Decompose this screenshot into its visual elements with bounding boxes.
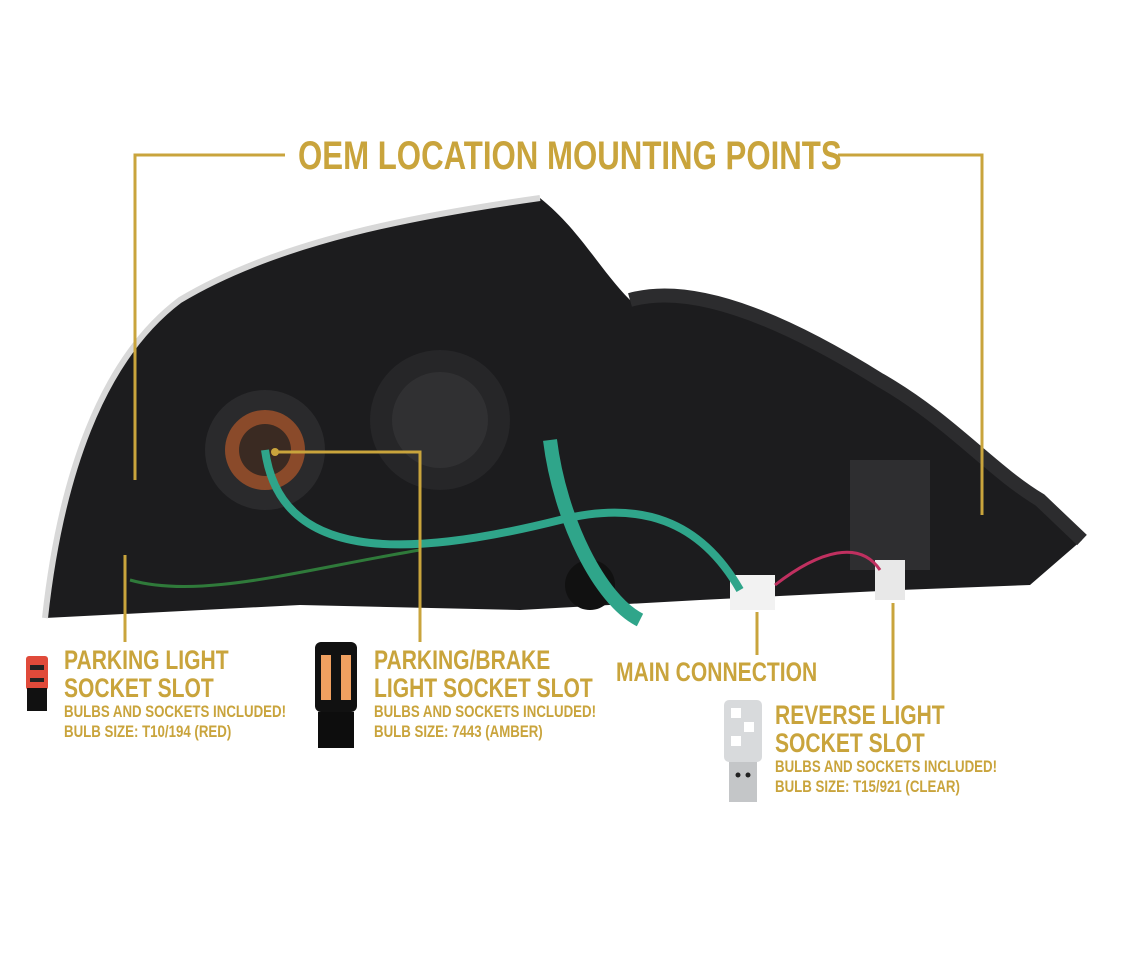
callout-note: BULBS AND SOCKETS INCLUDED! (64, 702, 286, 721)
reverse-socket-block (850, 460, 930, 570)
callout-heading: REVERSE LIGHT (775, 700, 945, 730)
red-t10-bulb-icon (26, 656, 48, 711)
amber-7443-bulb-icon (315, 642, 357, 748)
callout-heading: PARKING/BRAKE (374, 645, 551, 675)
callout-note: BULBS AND SOCKETS INCLUDED! (775, 757, 997, 776)
callout-bulb-size: BULB SIZE: 7443 (AMBER) (374, 722, 543, 741)
wire-harness (261, 449, 744, 592)
callout-parking-light: PARKING LIGHT SOCKET SLOT BULBS AND SOCK… (64, 646, 349, 742)
callout-reverse-light: REVERSE LIGHT SOCKET SLOT BULBS AND SOCK… (775, 701, 1060, 797)
callout-heading: LIGHT SOCKET SLOT (374, 673, 593, 703)
callout-heading: PARKING LIGHT (64, 645, 229, 675)
callout-bulb-size: BULB SIZE: T10/194 (RED) (64, 722, 232, 741)
callout-parking-brake: PARKING/BRAKE LIGHT SOCKET SLOT BULBS AN… (374, 646, 659, 742)
callout-main-connection: MAIN CONNECTION (616, 658, 874, 686)
callout-heading: SOCKET SLOT (64, 673, 214, 703)
page-title: OEM LOCATION MOUNTING POINTS (298, 134, 842, 178)
leader-lines (123, 153, 984, 700)
callout-heading: SOCKET SLOT (775, 728, 925, 758)
clear-t15-bulb-icon (724, 700, 762, 802)
callout-bulb-size: BULB SIZE: T15/921 (CLEAR) (775, 777, 960, 796)
callout-heading: MAIN CONNECTION (616, 657, 818, 687)
callout-note: BULBS AND SOCKETS INCLUDED! (374, 702, 596, 721)
tail-light-housing (45, 198, 1082, 618)
